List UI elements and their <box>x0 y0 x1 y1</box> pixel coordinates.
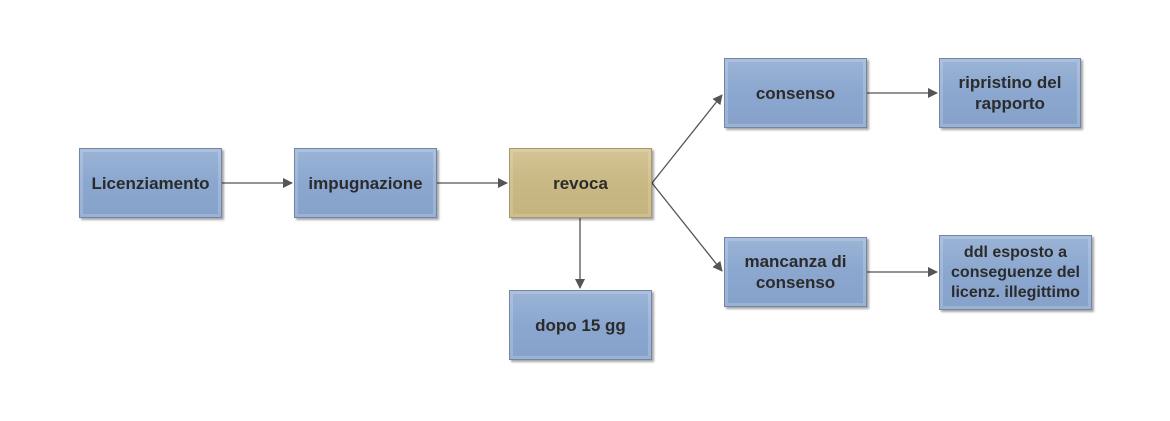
node-ripristino-label: ripristino del rapporto <box>959 72 1062 114</box>
node-mancanza-label-line2: consenso <box>755 273 836 292</box>
node-impugnazione: impugnazione <box>294 148 437 218</box>
arrow-revoca-to-consenso <box>651 94 723 184</box>
node-mancanza-label-line1: mancanza di <box>744 252 847 271</box>
node-dopo-15-gg-label: dopo 15 gg <box>535 315 626 335</box>
node-ddl-esposto: ddl esposto a conseguenze del licenz. il… <box>939 235 1092 310</box>
node-revoca: revoca <box>509 148 652 218</box>
node-licenziamento: Licenziamento <box>79 148 222 218</box>
node-ddl-label-line3: licenz. illegittimo <box>951 283 1080 301</box>
node-licenziamento-label: Licenziamento <box>91 173 210 193</box>
node-ripristino-label-line2: rapporto <box>975 94 1045 113</box>
node-dopo-15-gg: dopo 15 gg <box>509 290 652 360</box>
node-mancanza-label: mancanza di consenso <box>744 251 846 293</box>
node-ddl-label-line1: ddl esposto a <box>963 243 1068 261</box>
node-revoca-label: revoca <box>553 173 608 193</box>
node-mancanza-di-consenso: mancanza di consenso <box>724 237 867 307</box>
node-consenso-label: consenso <box>755 83 836 103</box>
arrow-revoca-to-mancanza <box>651 182 723 272</box>
node-ripristino-label-line1: ripristino del <box>958 73 1062 92</box>
node-ripristino-del-rapporto: ripristino del rapporto <box>939 58 1081 128</box>
node-ddl-label: ddl esposto a conseguenze del licenz. il… <box>951 243 1080 303</box>
node-consenso: consenso <box>724 58 867 128</box>
node-impugnazione-label: impugnazione <box>308 173 423 193</box>
node-ddl-label-line2: conseguenze del <box>951 263 1080 281</box>
